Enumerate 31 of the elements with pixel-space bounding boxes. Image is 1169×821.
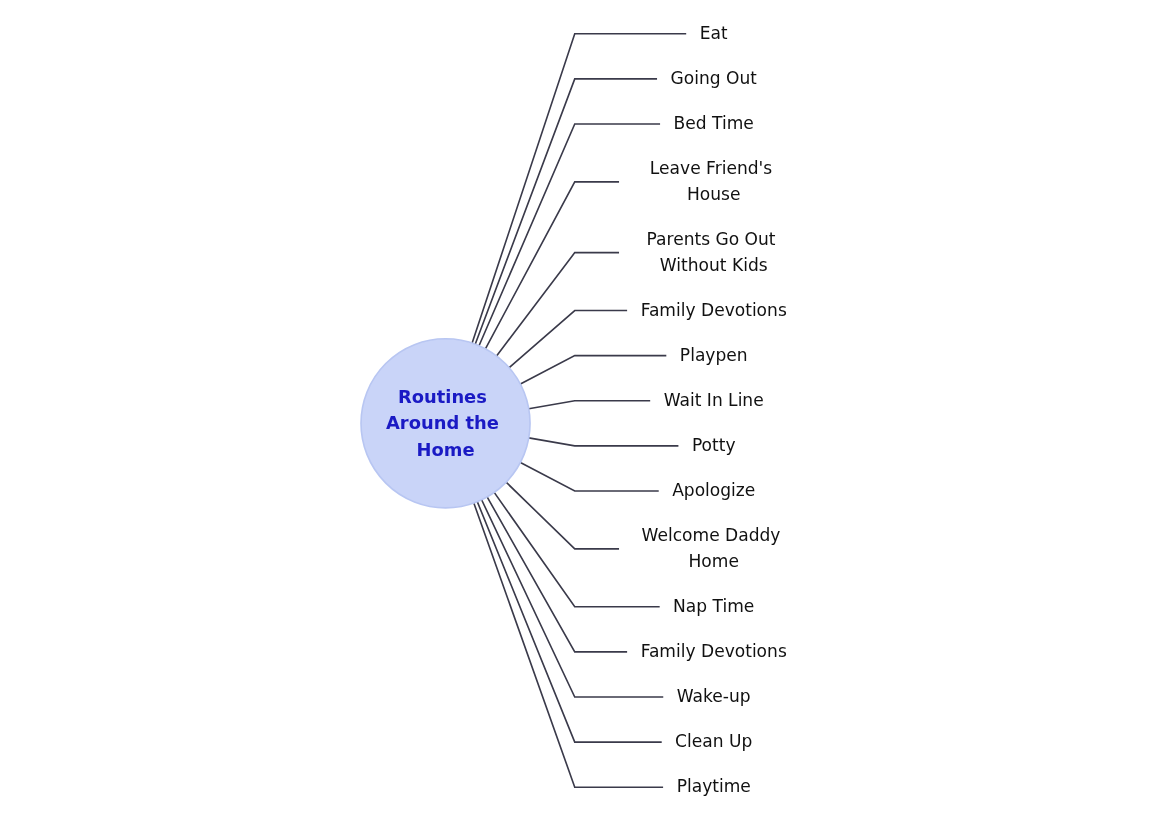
connector [486,496,629,653]
connector [519,461,660,492]
node-text: Potty [691,435,736,455]
node-text: Wake-up [676,686,751,707]
node-text: Nap Time [673,596,755,616]
node-text: Parents Go Out Without Kids [646,229,776,275]
node-text: Playpen [679,345,748,365]
connector [480,498,665,698]
connector [473,502,665,788]
node-text: Apologize [672,480,756,501]
node-text: Family Devotions [640,641,787,662]
node-text: Clean Up [675,731,753,752]
connector [519,354,668,385]
connector [484,181,621,350]
node-text: Leave Friend's House [649,158,773,204]
connector [471,33,688,344]
connector [478,123,662,347]
node-text: Going Out [670,68,757,89]
node-text: Bed Time [673,113,754,134]
node-text: Eat [699,23,728,43]
connector [495,251,621,357]
node-text: Family Devotions [640,300,787,320]
connector [505,481,621,550]
connector [508,309,629,369]
connector [493,491,661,608]
node-text: Playtime [676,776,751,797]
connector [476,500,663,743]
node-circle: Routines Around the Home [360,337,531,509]
node-text: Wait In Line [663,390,764,410]
node-text: Welcome Daddy Home [641,525,781,571]
connector [474,78,659,345]
